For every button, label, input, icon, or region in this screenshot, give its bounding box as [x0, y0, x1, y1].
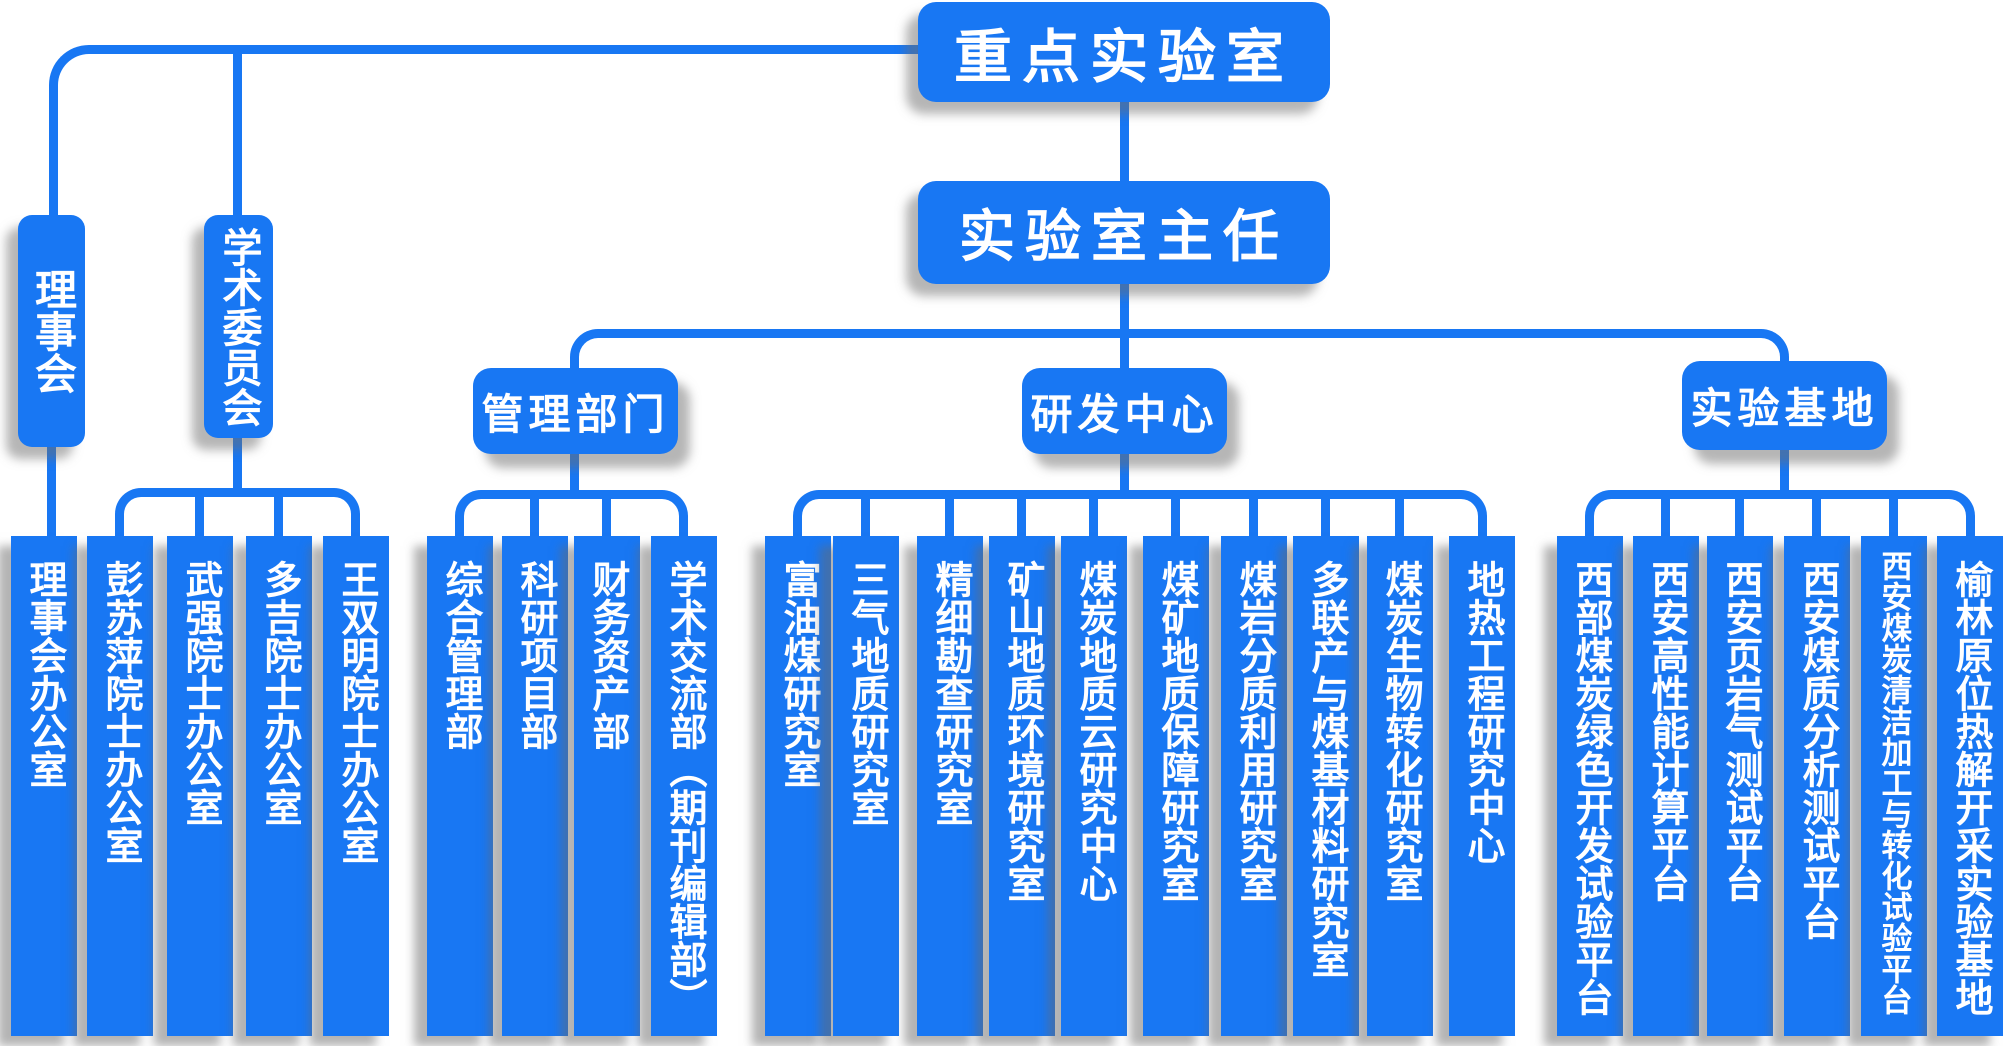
org-node-label: 研发中心: [1030, 392, 1219, 439]
org-column: 综合管理部: [427, 536, 493, 1036]
fan-academic-drop: [195, 492, 204, 536]
fan-academic-drop: [274, 492, 283, 536]
org-node-rnd-center: 研发中心: [1022, 368, 1227, 454]
fan-rnd-drop: [1171, 494, 1180, 536]
fan-rnd-drop: [1321, 494, 1330, 536]
org-column-label: 煤矿地质保障研究室: [1155, 560, 1197, 902]
fan-rnd-drop: [945, 494, 954, 536]
fan-rnd-drop: [1089, 494, 1098, 536]
connector-council-office: [47, 447, 56, 537]
org-node-label: 学术委员会: [216, 226, 262, 427]
org-column: 煤矿地质保障研究室: [1143, 536, 1209, 1036]
fan-base-drop: [1812, 494, 1821, 536]
connector-base-fan: [1780, 450, 1789, 492]
org-column-label: 煤岩分质利用研究室: [1233, 560, 1275, 902]
org-column: 西安高性能计算平台: [1633, 536, 1699, 1036]
org-column: 榆林原位热解开采实验基地: [1937, 536, 2003, 1036]
org-column: 理事会办公室: [11, 536, 77, 1036]
connector-rnd-fan: [1120, 454, 1129, 492]
org-column: 西安煤质分析测试平台: [1784, 536, 1850, 1036]
org-node-key-laboratory: 重点实验室: [918, 2, 1330, 102]
org-column-label: 煤炭地质云研究中心: [1073, 560, 1115, 902]
org-column-label: 多联产与煤基材料研究室: [1305, 560, 1347, 978]
org-node-academic-committee: 学术委员会: [204, 215, 273, 438]
org-column: 西部煤炭绿色开发试验平台: [1557, 536, 1623, 1036]
fan-mgmt-drop: [602, 494, 611, 536]
org-column-label: 矿山地质环境研究室: [1001, 560, 1043, 902]
org-column: 三气地质研究室: [833, 536, 899, 1036]
org-column-label: 学术交流部（期刊编辑部）: [663, 560, 705, 1016]
connector-root-to-left-branches: [49, 45, 923, 215]
fan-mgmt-drop: [530, 494, 539, 536]
org-node-experimental-base: 实验基地: [1682, 361, 1887, 450]
org-column: 精细勘查研究室: [917, 536, 983, 1036]
org-column: 煤岩分质利用研究室: [1221, 536, 1287, 1036]
org-column-label: 西部煤炭绿色开发试验平台: [1569, 560, 1611, 1016]
org-column-label: 煤炭生物转化研究室: [1379, 560, 1421, 902]
org-column: 煤炭生物转化研究室: [1367, 536, 1433, 1036]
org-node-council: 理事会: [18, 215, 85, 447]
org-column: 西安页岩气测试平台: [1707, 536, 1773, 1036]
fan-rnd-drop: [1249, 494, 1258, 536]
org-column-label: 综合管理部: [439, 560, 481, 750]
org-column: 富油煤研究室: [765, 536, 831, 1036]
fan-rnd-drop: [861, 494, 870, 536]
org-column-label: 财务资产部: [586, 560, 628, 750]
org-node-label: 实验室主任: [959, 207, 1289, 269]
org-column-label: 武强院士办公室: [179, 560, 221, 826]
org-column: 彭苏萍院士办公室: [87, 536, 153, 1036]
org-column-label: 富油煤研究室: [777, 560, 819, 788]
org-node-management-departments: 管理部门: [473, 368, 678, 454]
fan-base-drop: [1661, 494, 1670, 536]
fan-academic: [115, 488, 360, 536]
connector-bar-rnd: [1120, 333, 1129, 369]
org-column-label: 地热工程研究中心: [1461, 560, 1503, 864]
org-column: 多吉院士办公室: [246, 536, 312, 1036]
connector-mgmt-fan: [570, 454, 579, 492]
fan-base: [1585, 490, 1975, 536]
org-node-label: 理事会: [28, 268, 75, 394]
org-column-label: 榆林原位热解开采实验基地: [1949, 560, 1991, 1016]
org-column: 西安煤炭清洁加工与转化试验平台: [1861, 536, 1927, 1036]
fan-rnd: [793, 490, 1487, 536]
connector-root-director: [1120, 100, 1129, 182]
org-node-lab-director: 实验室主任: [918, 181, 1330, 284]
org-node-label: 实验基地: [1690, 387, 1879, 433]
org-node-label: 重点实验室: [953, 25, 1294, 90]
org-column: 武强院士办公室: [167, 536, 233, 1036]
org-column-label: 三气地质研究室: [845, 560, 887, 826]
org-column: 科研项目部: [502, 536, 568, 1036]
org-column-label: 彭苏萍院士办公室: [99, 560, 141, 864]
org-column-label: 西安页岩气测试平台: [1719, 560, 1761, 902]
org-column: 财务资产部: [574, 536, 640, 1036]
fan-rnd-drop: [1395, 494, 1404, 536]
org-column-label: 西安煤质分析测试平台: [1796, 560, 1838, 940]
org-column: 煤炭地质云研究中心: [1061, 536, 1127, 1036]
connector-drop-academic: [233, 45, 242, 215]
org-node-label: 管理部门: [481, 392, 670, 439]
org-column-label: 西安高性能计算平台: [1645, 560, 1687, 902]
org-column: 多联产与煤基材料研究室: [1293, 536, 1359, 1036]
org-column: 王双明院士办公室: [323, 536, 389, 1036]
org-column: 学术交流部（期刊编辑部）: [651, 536, 717, 1036]
org-column-label: 王双明院士办公室: [335, 560, 377, 864]
fan-base-drop: [1889, 494, 1898, 536]
fan-rnd-drop: [1017, 494, 1026, 536]
org-column-label: 精细勘查研究室: [929, 560, 971, 826]
org-column: 地热工程研究中心: [1449, 536, 1515, 1036]
connector-academic-fan: [233, 438, 242, 492]
org-column: 矿山地质环境研究室: [989, 536, 1055, 1036]
org-column-label: 多吉院士办公室: [258, 560, 300, 826]
connector-level2-bar: [570, 329, 1789, 369]
org-column-label: 科研项目部: [514, 560, 556, 750]
org-column-label: 理事会办公室: [23, 560, 65, 788]
connector-director-bar: [1120, 284, 1129, 332]
fan-base-drop: [1735, 494, 1744, 536]
org-column-label: 西安煤炭清洁加工与转化试验平台: [1876, 550, 1912, 1015]
fan-mgmt: [455, 490, 688, 536]
